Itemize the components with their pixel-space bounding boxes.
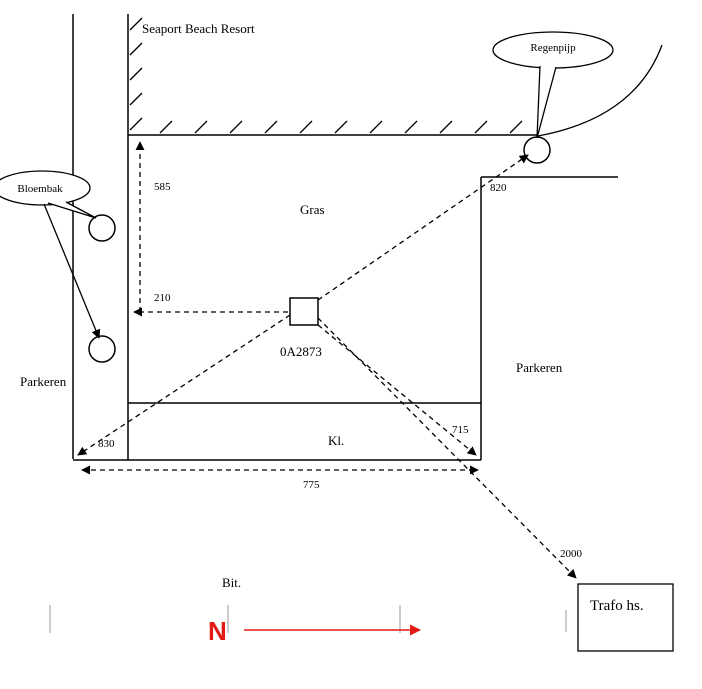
parking-left-label: Parkeren: [20, 374, 67, 389]
survey-point-square: [289, 297, 319, 326]
building-label: Seaport Beach Resort: [142, 21, 255, 36]
downpipe-circle: [523, 136, 551, 164]
dim-715: 715: [452, 424, 469, 436]
grass-label: Gras: [300, 202, 325, 217]
dim-820: 820: [490, 182, 507, 194]
callout-planter-label: Bloembak: [17, 183, 63, 195]
dim-585: 585: [154, 181, 171, 193]
dim-line-2000: [317, 317, 577, 579]
transformer-box: [577, 583, 674, 652]
curved-edge: [537, 44, 663, 137]
dim-line-820: [317, 154, 529, 301]
dim-2000: 2000: [560, 548, 583, 560]
transformer-label: Trafo hs.: [590, 598, 644, 614]
dim-line-830: [77, 314, 291, 456]
callout-downpipe-label: Regenpijp: [530, 42, 576, 54]
parking-strip-lines: [72, 14, 129, 460]
dim-210: 210: [154, 292, 171, 304]
dim-830: 830: [98, 438, 115, 450]
dim-line-715: [317, 324, 477, 456]
north-letter: N: [208, 616, 227, 646]
small-area-label: Kl.: [328, 433, 344, 448]
point-id-label: 0A2873: [280, 344, 322, 359]
building-wall: [127, 14, 538, 136]
planter-top-circle: [88, 214, 116, 242]
dim-775: 775: [303, 479, 320, 491]
callout-downpipe: Regenpijp: [492, 31, 614, 139]
faint-marks: [49, 605, 567, 633]
parking-right-label: Parkeren: [516, 360, 563, 375]
parking-block-right: [480, 176, 618, 460]
callout-planter: Bloembak: [0, 170, 101, 339]
planter-bottom-circle: [88, 335, 116, 363]
small-area-strip: [73, 402, 481, 461]
bitumen-label: Bit.: [222, 575, 241, 590]
